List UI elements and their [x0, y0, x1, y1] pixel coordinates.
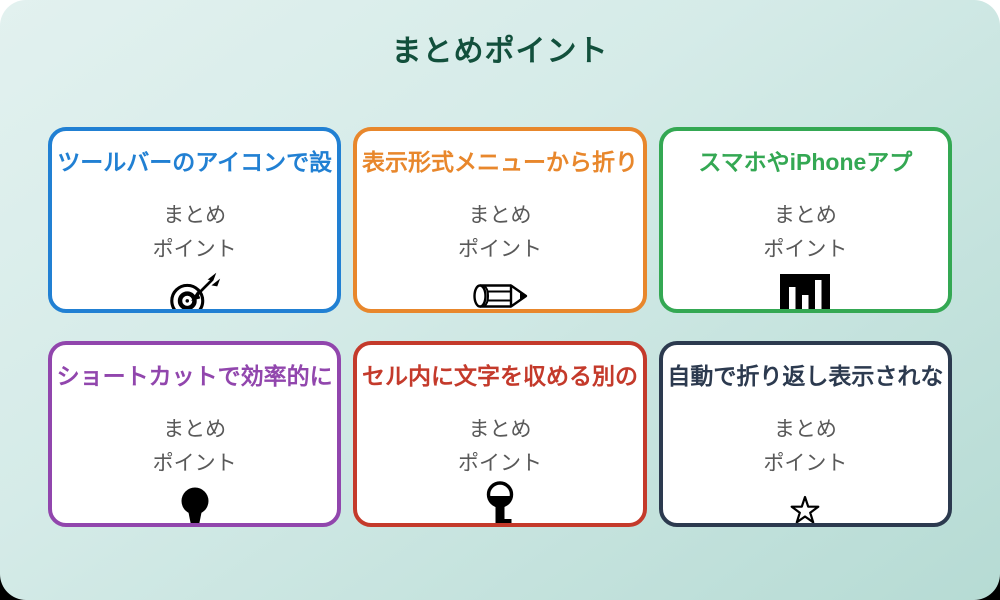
star-icon — [790, 495, 820, 523]
card-title: 表示形式メニューから折り — [361, 149, 638, 175]
card-body: まとめ ポイント — [52, 199, 337, 267]
card-body-line: まとめ — [163, 204, 227, 227]
card-body: まとめ ポイント — [52, 413, 337, 481]
card-body-line: ポイント — [763, 238, 848, 261]
card-body-line: まとめ — [773, 418, 837, 441]
card-title: 自動で折り返し表示されな — [667, 363, 944, 389]
card-display-format: 表示形式メニューから折り まとめ ポイント — [353, 127, 647, 313]
card-body-line: まとめ — [773, 204, 837, 227]
card-body: まとめ ポイント — [357, 413, 642, 481]
page-title: まとめポイント — [391, 35, 609, 68]
card-title: ショートカットで効率的に — [56, 363, 333, 389]
card-body-line: ポイント — [457, 452, 542, 475]
card-body-line: ポイント — [152, 452, 237, 475]
card-title: セル内に文字を収める別の — [361, 363, 638, 389]
card-body-line: ポイント — [763, 452, 848, 475]
dart-target-icon — [169, 272, 220, 309]
card-body-line: まとめ — [468, 204, 532, 227]
card-body-line: ポイント — [457, 238, 542, 261]
card-body: まとめ ポイント — [663, 413, 948, 481]
card-body: まとめ ポイント — [357, 199, 642, 267]
card-body-line: ポイント — [152, 238, 237, 261]
lightbulb-icon — [181, 487, 209, 523]
card-auto-wrap: 自動で折り返し表示されな まとめ ポイント — [658, 341, 952, 527]
card-grid: ツールバーのアイコンで設 まとめ ポイント 表示形式メニューから折り — [48, 127, 952, 527]
card-body: まとめ ポイント — [663, 199, 948, 267]
card-body-line: まとめ — [468, 418, 532, 441]
card-toolbar-icon: ツールバーのアイコンで設 まとめ ポイント — [48, 127, 342, 313]
card-title: ツールバーのアイコンで設 — [57, 149, 333, 175]
card-shortcut: ショートカットで効率的に まとめ ポイント — [48, 341, 342, 527]
card-body-line: まとめ — [163, 418, 227, 441]
bar-chart-icon — [780, 274, 831, 309]
pencil-icon — [473, 284, 528, 308]
card-title: スマホやiPhoneアプ — [698, 149, 913, 175]
card-fit-text-in-cell: セル内に文字を収める別の まとめ ポイント — [353, 341, 647, 527]
key-icon — [486, 481, 514, 523]
card-smartphone-app: スマホやiPhoneアプ まとめ ポイント — [658, 127, 952, 313]
